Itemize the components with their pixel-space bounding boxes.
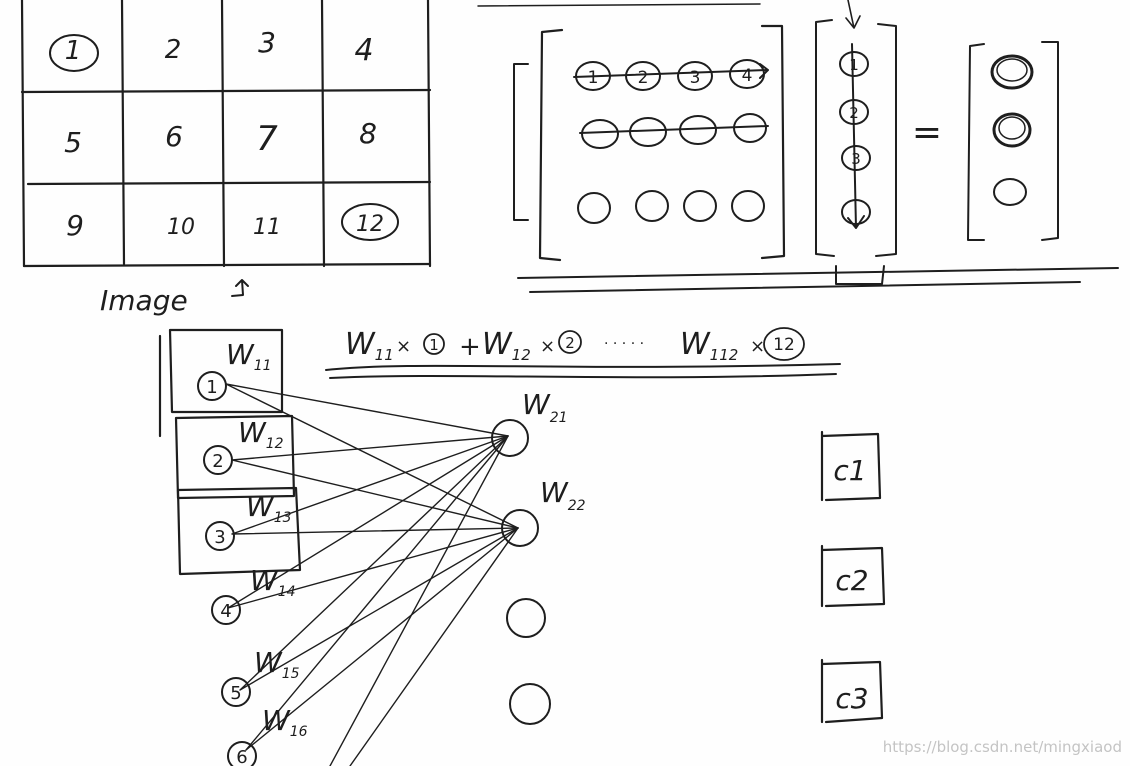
input-vector: 1 2 3 [839,43,871,229]
equals-sign: = [912,112,942,153]
grid-cell-10: 10 [167,215,195,240]
formula-input-2-circle [558,330,582,354]
class-label-c3: c3 [835,682,868,715]
grid-cell-12-circle [341,203,399,241]
input-neuron-2: 2 [203,445,233,475]
grid-cell-1: 1 [65,36,82,66]
matrix-row-1-label-3: 3 [690,68,701,88]
class-box-c1: c1 [820,430,882,502]
matrix-row-1-label-4: 4 [742,66,753,86]
grid-cell-2: 2 [165,35,182,65]
formula-input-2: 2 [565,334,575,352]
input-neuron-6: 6 [227,741,257,766]
grid-cell-4: 4 [354,33,373,68]
input-neuron-6-label: 6 [236,747,247,766]
matrix-equation: 1 2 3 4 1 2 [477,0,1119,293]
formula-times-3: × [750,336,765,357]
result-vector [990,54,1034,206]
matrix-row-2 [579,113,769,149]
hidden-neuron-3 [506,598,546,638]
grid-cell-6: 6 [165,120,183,153]
grid-cell-12: 12 [356,212,384,237]
weight-label-w13: W13 [246,490,292,526]
watermark-text: https://blog.csdn.net/mingxiaod [883,738,1122,756]
input-neuron-5: 5 [221,677,251,707]
formula-times-1: × [396,336,411,357]
input-neuron-1-label: 1 [206,377,217,398]
connections [225,383,519,766]
weighted-sum-formula: W11 × 1 + W12 × 2 · · · · · W112 × 12 [325,327,841,379]
class-box-c3: c3 [820,658,884,724]
hidden-neuron-4 [509,683,551,725]
formula-input-12: 12 [773,335,795,355]
input-neuron-1: 1 [197,371,227,401]
grid-cell-7: 7 [256,119,278,159]
matrix-row-1-label-1: 1 [588,68,599,88]
image-arrow-icon [231,279,249,297]
weight-label-w21: W21 [522,388,568,426]
weight-label-w14: W14 [250,564,296,600]
grid-cell-1-circle [49,34,99,72]
hidden-neuron-2 [501,509,539,547]
formula-w112: W112 [680,327,738,364]
input-neuron-3: 3 [205,521,235,551]
grid-cell-9: 9 [66,209,84,242]
grid-cell-8: 8 [359,117,377,150]
grid-cell-5: 5 [64,126,82,159]
input-neuron-4-label: 4 [220,601,231,622]
neural-network: 1 2 3 4 5 6 W11 W12 W13 W14 W15 W16 [158,328,886,766]
image-grid: 1 2 3 4 5 6 7 8 9 10 11 12 Image [20,0,432,317]
class-label-c1: c1 [833,454,866,487]
matrix-row-1-label-2: 2 [638,68,649,88]
input-neuron-3-label: 3 [214,527,225,548]
hidden-neuron-1 [491,419,529,457]
input-neuron-5-label: 5 [230,683,241,704]
formula-input-1-circle [423,333,445,355]
weight-label-w22: W22 [540,476,586,514]
matrix-row-3 [577,190,765,224]
formula-w12: W12 [482,327,531,364]
formula-input-12-circle [763,327,805,361]
grid-cell-11: 11 [253,215,281,240]
formula-ellipsis: · · · · · [604,336,644,352]
input-neuron-2-label: 2 [212,451,223,472]
image-label: Image [100,284,188,317]
class-label-c2: c2 [835,564,868,597]
weight-label-w16: W16 [262,704,308,740]
matrix-row-1: 1 2 3 4 [573,59,769,91]
class-box-c2: c2 [820,544,886,608]
weight-label-w11: W11 [226,338,272,374]
weight-label-w15: W15 [254,646,300,682]
formula-times-2: × [540,336,555,357]
formula-plus: + [459,332,481,362]
vector-label-1: 1 [849,56,859,74]
vector-label-3: 3 [851,150,861,168]
formula-input-1: 1 [429,336,439,354]
formula-w11: W11 [345,327,394,364]
grid-cell-3: 3 [258,26,276,59]
input-neuron-4: 4 [211,595,241,625]
weight-label-w12: W12 [238,416,284,452]
